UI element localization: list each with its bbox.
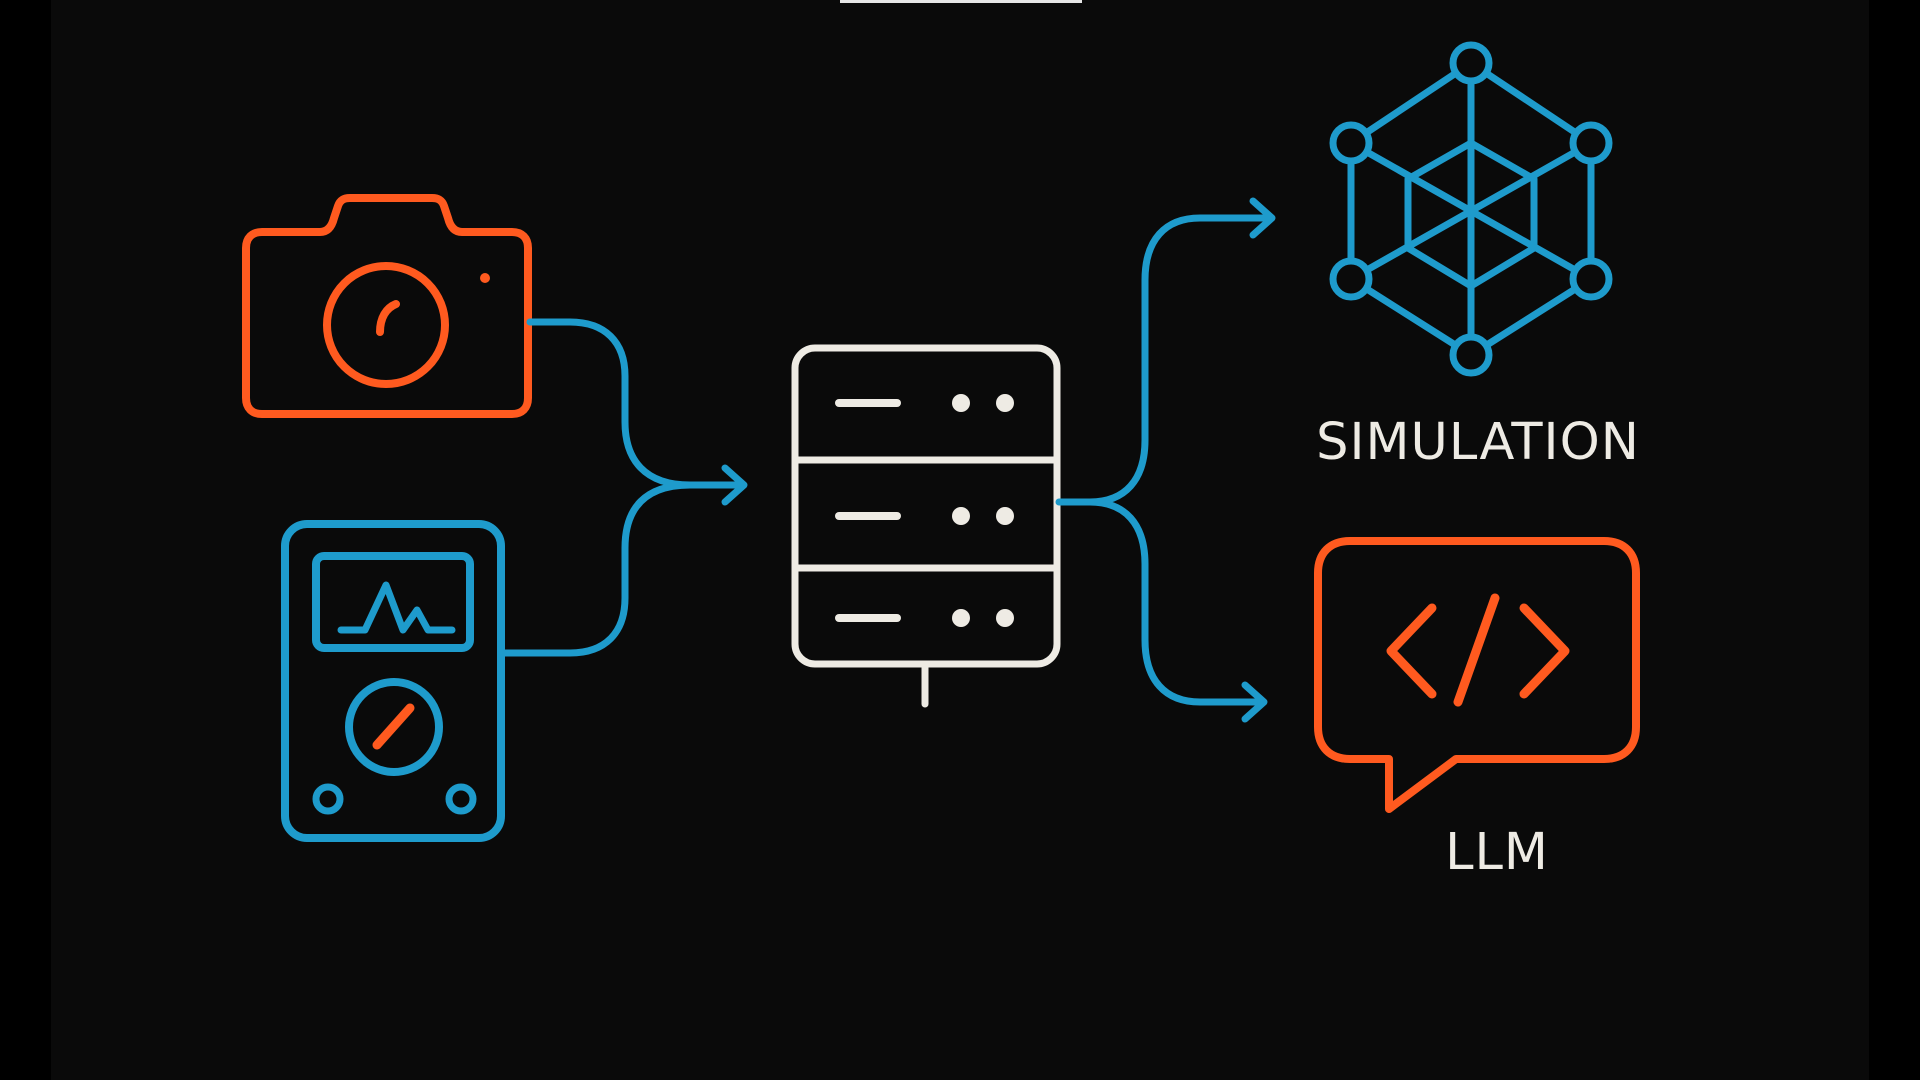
network-graph-icon xyxy=(1329,41,1613,377)
server-to-llm-connector xyxy=(1086,498,1266,706)
input-connectors xyxy=(499,318,748,657)
simulation-label: SIMULATION xyxy=(1316,413,1640,472)
code-chat-icon xyxy=(1314,537,1640,813)
multimeter-icon xyxy=(281,520,505,842)
camera-icon xyxy=(242,194,532,418)
camera-to-server-connector xyxy=(526,318,746,489)
simulation-arrowhead xyxy=(1249,197,1276,239)
server-to-simulation-connector xyxy=(1055,214,1274,506)
llm-label: LLM xyxy=(1445,823,1549,882)
llm-arrowhead xyxy=(1241,681,1268,723)
server-input-arrowhead xyxy=(721,464,748,506)
server-icon xyxy=(791,344,1061,708)
top-bar xyxy=(840,0,1082,3)
meter-to-server-connector xyxy=(499,481,694,657)
output-connectors xyxy=(1055,197,1276,723)
